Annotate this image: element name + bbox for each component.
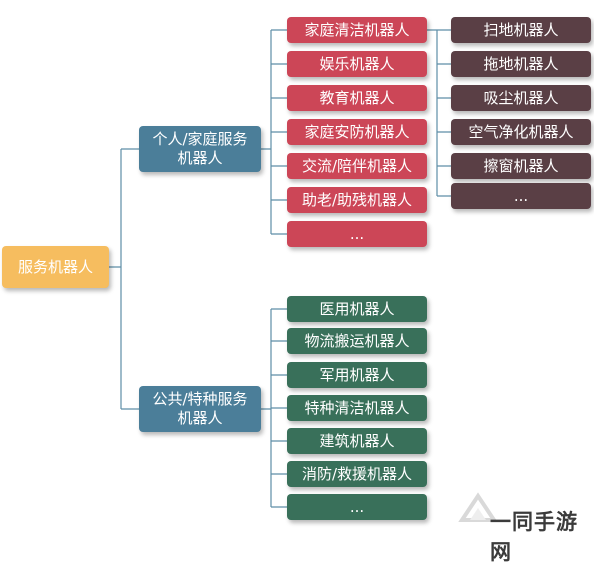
cleaning-item: 空气净化机器人 — [451, 119, 591, 145]
public-item: ... — [287, 494, 427, 520]
public-item: 建筑机器人 — [287, 428, 427, 454]
public-item: 消防/救援机器人 — [287, 461, 427, 487]
cleaning-item: ... — [451, 183, 591, 209]
personal-service-label: 个人/家庭服务 机器人 — [152, 130, 248, 167]
public-item: 军用机器人 — [287, 362, 427, 388]
personal-service-node: 个人/家庭服务 机器人 — [139, 126, 261, 172]
personal-item: ... — [287, 221, 427, 247]
public-item: 医用机器人 — [287, 296, 427, 322]
watermark-text: 一同手游网 — [490, 510, 578, 564]
root-node: 服务机器人 — [2, 246, 109, 288]
connector-lines — [109, 29, 451, 508]
public-service-label: 公共/特种服务 机器人 — [152, 390, 248, 427]
watermark-icon — [458, 492, 498, 522]
cleaning-item: 擦窗机器人 — [451, 153, 591, 179]
public-item: 物流搬运机器人 — [287, 328, 427, 354]
personal-item: 交流/陪伴机器人 — [287, 153, 427, 179]
public-item: 特种清洁机器人 — [287, 395, 427, 421]
public-service-node: 公共/特种服务 机器人 — [139, 386, 261, 432]
cleaning-item: 拖地机器人 — [451, 51, 591, 77]
personal-item: 教育机器人 — [287, 85, 427, 111]
personal-item: 家庭安防机器人 — [287, 119, 427, 145]
personal-item: 家庭清洁机器人 — [287, 17, 427, 43]
cleaning-item: 扫地机器人 — [451, 17, 591, 43]
watermark-logo: 一同手游网 — [458, 488, 594, 564]
personal-item: 助老/助残机器人 — [287, 187, 427, 213]
personal-item: 娱乐机器人 — [287, 51, 427, 77]
cleaning-item: 吸尘机器人 — [451, 85, 591, 111]
